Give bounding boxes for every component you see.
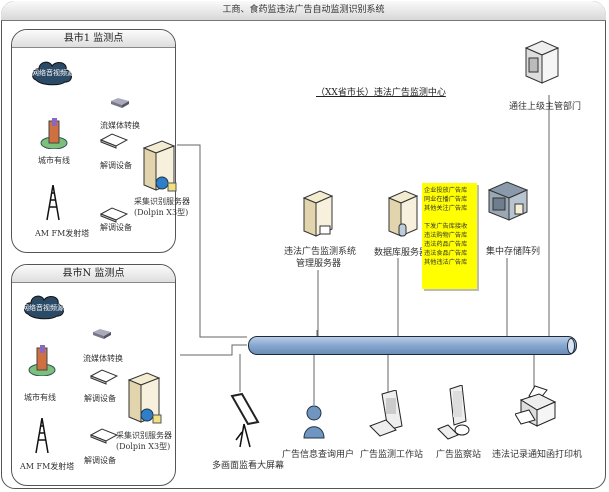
workstation-label: 广告监测工作站 <box>360 450 424 460</box>
city-building-icon <box>28 345 56 376</box>
note-item: 企业投放广告库 <box>424 187 468 194</box>
server-icon <box>142 140 177 192</box>
user-icon <box>303 405 325 439</box>
demodulator-icon <box>100 207 128 223</box>
note-item: 违法食品广告库 <box>424 250 468 257</box>
demodulator-label: 解调设备 <box>100 223 132 232</box>
radio-tower-icon <box>35 418 49 454</box>
note-item: 其他关注广告库 <box>424 205 468 212</box>
workstation-icon <box>369 390 403 437</box>
cloud-icon <box>31 61 72 86</box>
note-item: 违法药品广告库 <box>424 241 468 248</box>
demodulator-icon <box>90 428 118 444</box>
server-label: 采集识别服务器 <box>116 431 172 440</box>
monitor-station-label: 广告监察站 <box>436 450 482 460</box>
server-model-label: (Dolpin X3型) <box>116 442 171 451</box>
management-server-label-2: 管理服务器 <box>296 259 342 269</box>
note-item: 下发广告库接收 <box>424 223 468 230</box>
ad-library-note: 企业投放广告库 同业在播广告库 其他关注广告库 下发广告库接收 违法购物广告库 … <box>422 183 477 289</box>
monitor-panel-1: 县市1 监测点 <box>11 29 176 253</box>
demodulator-label: 解调设备 <box>84 394 116 403</box>
cloud-icon <box>23 295 64 320</box>
demodulator-icon <box>100 133 128 149</box>
stream-converter-icon <box>93 329 111 339</box>
upstream-label: 通往上级主管部门 <box>509 102 582 112</box>
radio-tower-icon <box>46 185 60 221</box>
note-item: 其他违法广告库 <box>424 259 468 266</box>
cloud-label: 网络音视频源 <box>32 69 74 77</box>
server-model-label: (Dolpin X3型) <box>134 208 189 217</box>
display-screen-icon <box>230 392 260 448</box>
city-building-icon <box>40 118 68 149</box>
panel-title: 县市1 监测点 <box>12 30 175 48</box>
database-server-icon <box>387 190 419 237</box>
monitor-station-icon <box>437 385 470 440</box>
tower-label: AM FM发射塔 <box>35 229 90 238</box>
demodulator-label: 解调设备 <box>84 456 116 465</box>
management-server-icon <box>302 190 334 237</box>
upstream-gateway-icon <box>524 40 560 84</box>
server-label: 采集识别服务器 <box>134 197 190 206</box>
panel-title: 县市N 监测点 <box>12 265 175 283</box>
city-cable-label: 城市有线 <box>38 156 70 165</box>
stream-converter-label: 流媒体转换 <box>83 354 123 363</box>
management-server-label: 违法广告监测系统 <box>284 247 357 257</box>
demodulator-label: 解调设备 <box>100 161 132 170</box>
display-screen-label: 多画面监看大屏幕 <box>212 461 285 471</box>
note-item: 违法购物广告库 <box>424 232 468 239</box>
tower-label: AM FM发射塔 <box>20 462 75 471</box>
diagram-title: 工商、食药监违法广告自动监测识别系统 <box>1 1 606 21</box>
center-title: （XX省市长）违法广告监测中心 <box>316 88 446 98</box>
city-cable-label: 城市有线 <box>24 393 56 402</box>
printer-icon <box>515 385 557 427</box>
network-bus <box>248 336 577 355</box>
printer-label: 违法记录通知函打印机 <box>492 450 583 460</box>
cloud-label: 网络音视频源 <box>22 304 64 312</box>
stream-converter-label: 流媒体转换 <box>100 121 140 130</box>
database-server-label: 数据库服务器 <box>374 248 429 258</box>
demodulator-icon <box>90 369 118 385</box>
storage-array-icon <box>487 181 529 221</box>
query-user-label: 广告信息查询用户 <box>282 450 355 460</box>
note-item: 同业在播广告库 <box>424 196 468 203</box>
stream-converter-icon <box>111 98 129 108</box>
storage-array-label: 集中存储阵列 <box>486 247 541 257</box>
server-icon <box>127 372 162 424</box>
